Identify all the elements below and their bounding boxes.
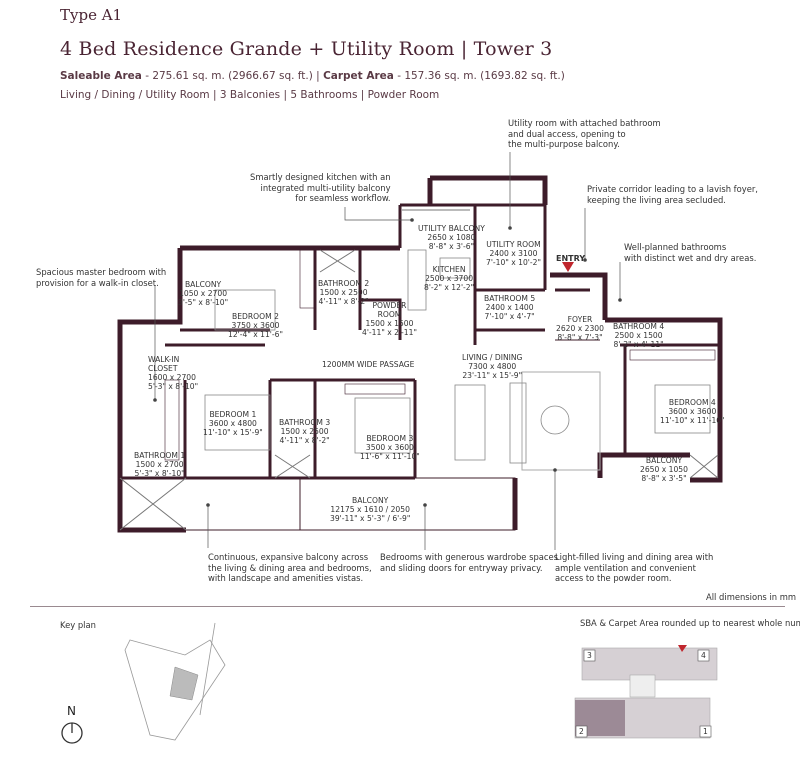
- kitchen-counter: [407, 249, 427, 311]
- saleable-area-label: Saleable Area: [60, 70, 142, 82]
- label-passage: 1200MM WIDE PASSAGE: [322, 360, 415, 369]
- wall-powder: [360, 298, 402, 340]
- bed1: [204, 394, 271, 451]
- annotation-living: Light-filled living and dining area with…: [555, 552, 714, 583]
- wall-utility-room: [475, 203, 547, 290]
- rounding-note: SBA & Carpet Area rounded up to nearest …: [580, 618, 800, 628]
- wall-utility-top: [430, 175, 548, 205]
- annotation-corridor: Private corridor leading to a lavish foy…: [587, 184, 758, 205]
- coffee-table: [540, 405, 570, 435]
- bed4: [654, 384, 711, 434]
- north-label: N: [67, 704, 76, 718]
- wall-bath4: [605, 317, 723, 345]
- tower-number-3: 3: [587, 651, 592, 660]
- balcony-main-outline: [299, 477, 516, 531]
- duct-cross: [119, 477, 187, 531]
- tower-number-2: 2: [579, 727, 584, 736]
- key-plan-label: Key plan: [60, 620, 96, 630]
- page-title: 4 Bed Residence Grande + Utility Room | …: [60, 38, 553, 60]
- entry-arrow: [562, 262, 574, 272]
- living-rug: [521, 371, 601, 471]
- tower-number-4: 4: [701, 651, 706, 660]
- tower-number-1: 1: [703, 727, 708, 736]
- dimensions-note: All dimensions in mm: [706, 592, 797, 602]
- entry-label: ENTRY: [556, 254, 586, 263]
- area-summary: Saleable Area - 275.61 sq. m. (2966.67 s…: [60, 70, 565, 82]
- carpet-area-label: Carpet Area: [323, 70, 394, 82]
- dining-table: [454, 384, 486, 461]
- sofa: [509, 382, 527, 464]
- wall-east: [690, 345, 723, 483]
- carpet-area-value: - 157.36 sq. m. (1693.82 sq. ft.): [393, 70, 565, 82]
- wall-west: [117, 248, 186, 533]
- amenities-summary: Living / Dining / Utility Room | 3 Balco…: [60, 89, 440, 101]
- key-plan-drawing: [124, 622, 718, 741]
- divider: [30, 606, 785, 607]
- bed2: [214, 289, 276, 331]
- bed3: [354, 397, 411, 454]
- wall-foyer: [550, 272, 608, 320]
- saleable-area-value: - 275.61 sq. m. (2966.67 sq. ft.) |: [141, 70, 324, 82]
- plan-type-label: Type A1: [60, 6, 123, 24]
